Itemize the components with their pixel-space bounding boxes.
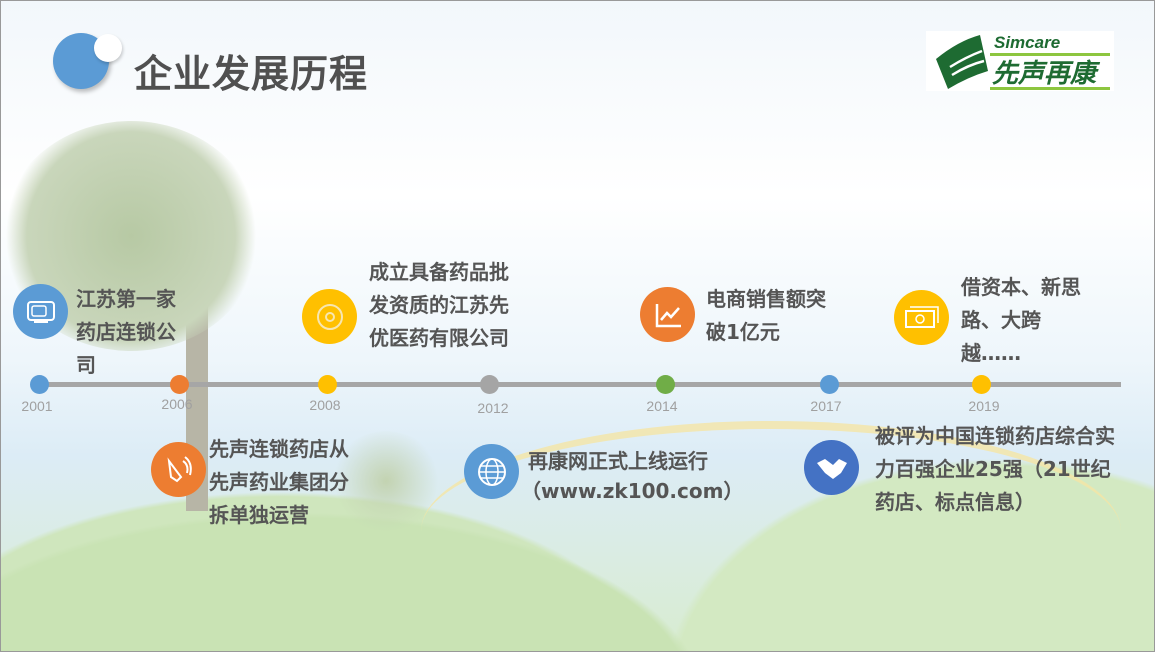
year-label: 2012	[477, 400, 509, 416]
year-label: 2019	[968, 398, 1000, 414]
logo-flag-icon	[936, 35, 988, 89]
background-tree	[331, 431, 441, 531]
timeline-dot-2006	[170, 375, 189, 394]
year-label: 2008	[309, 397, 341, 413]
handshake-icon	[804, 440, 859, 495]
logo-bar	[990, 87, 1110, 90]
money-icon	[894, 290, 949, 345]
timeline-dot-2008	[318, 375, 337, 394]
timeline-dot-2012	[480, 375, 499, 394]
simcare-logo: Simcare 先声再康	[926, 31, 1114, 91]
year-label: 2014	[646, 398, 678, 414]
tv-icon	[13, 284, 68, 339]
event-text-2012: 再康网正式上线运行	[528, 449, 708, 473]
speaker-icon	[151, 442, 206, 497]
disc-icon	[302, 289, 357, 344]
background-road	[421, 421, 1121, 641]
chart-up-icon	[640, 287, 695, 342]
year-label: 2001	[21, 398, 53, 414]
event-text-2006: 先声连锁药店从先声药业集团分拆单独运营	[209, 437, 349, 527]
event-text-2014: 电商销售额突破1亿元	[706, 287, 826, 344]
logo-text-en: Simcare	[994, 33, 1061, 52]
logo-text-cn: 先声再康	[992, 59, 1097, 89]
event-text-2019: 借资本、新思路、大跨越……	[961, 275, 1081, 365]
event-text-2001: 江苏第一家药店连锁公司	[76, 287, 176, 377]
year-label: 2017	[810, 398, 842, 414]
event-text-2008: 成立具备药品批发资质的江苏先优医药有限公司	[369, 260, 509, 350]
page-title: 企业发展历程	[134, 52, 369, 96]
year-label: 2006	[161, 396, 193, 412]
event-text-2017: 被评为中国连锁药店综合实力百强企业25强（21世纪药店、标点信息）	[875, 424, 1115, 514]
timeline-dot-2014	[656, 375, 675, 394]
timeline-dot-2017	[820, 375, 839, 394]
event-link-2012: （www.zk100.com）	[521, 479, 744, 503]
globe-icon	[464, 444, 519, 499]
timeline-dot-2019	[972, 375, 991, 394]
timeline-dot-2001	[30, 375, 49, 394]
title-decoration	[94, 34, 122, 62]
timeline-axis	[39, 382, 1121, 387]
logo-bar	[990, 53, 1110, 56]
